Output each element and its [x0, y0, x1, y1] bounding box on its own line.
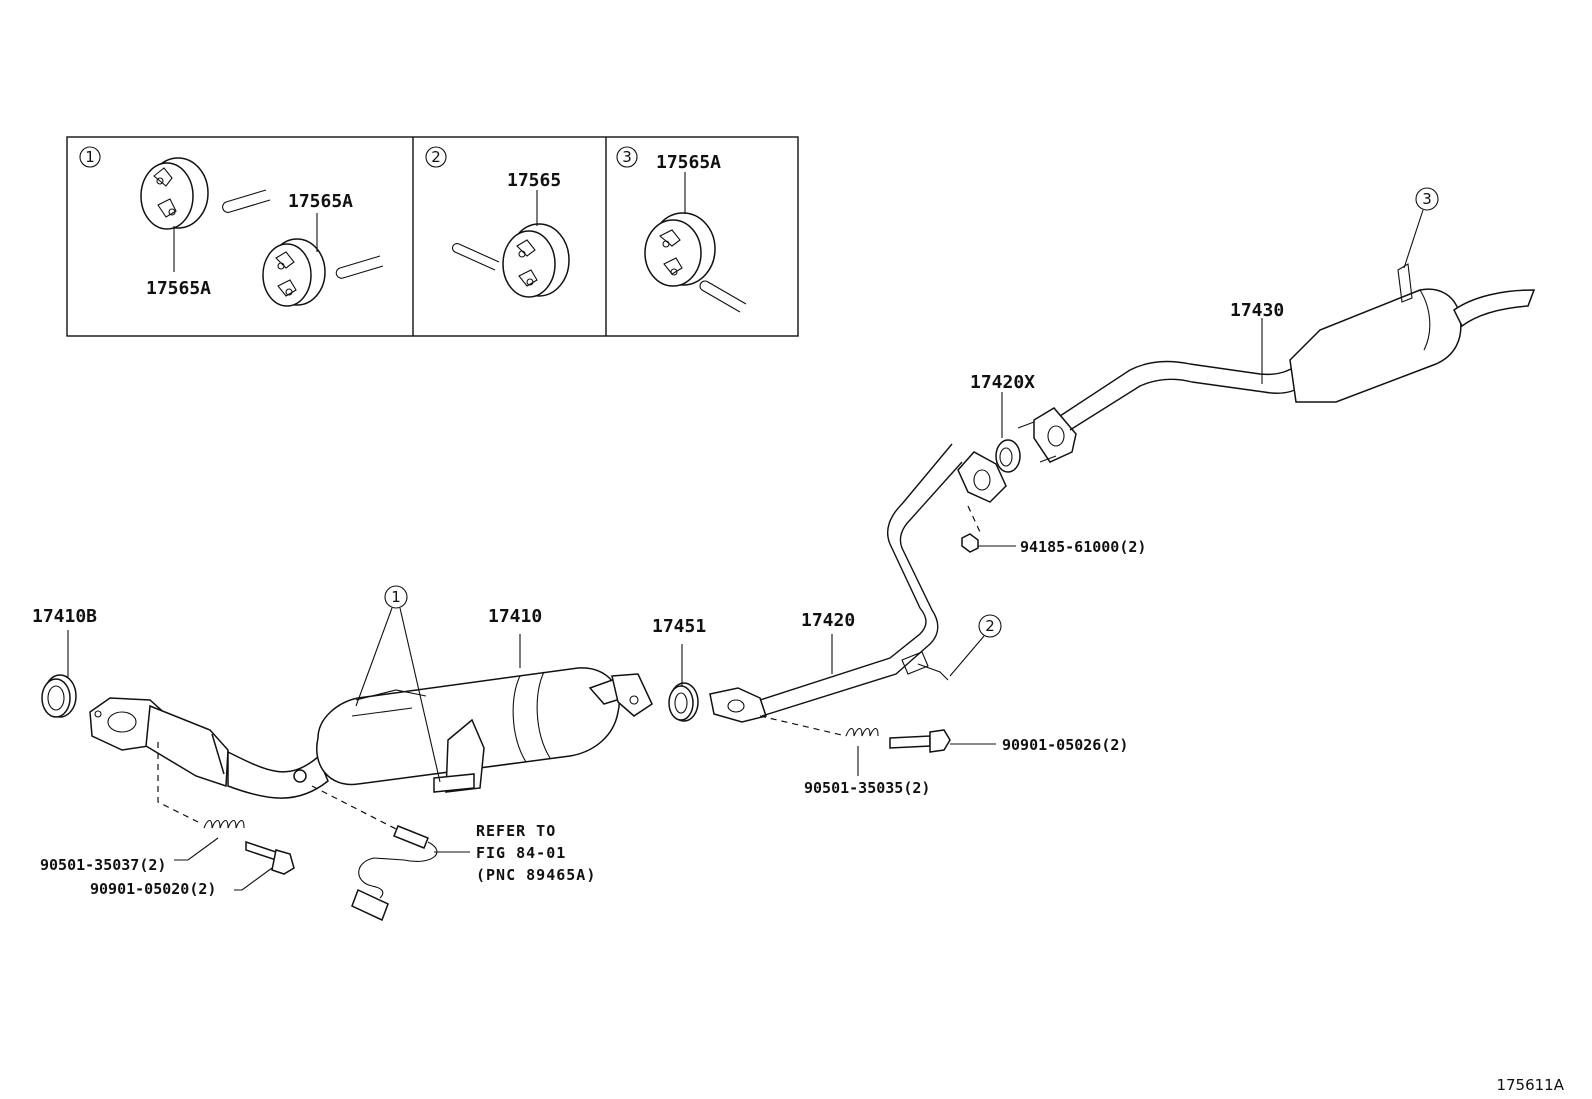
refer-note-line-1: REFER TO: [476, 822, 556, 840]
rubber-hanger-icon: [644, 212, 716, 287]
label-90901-05026: 90901-05026(2): [1002, 736, 1128, 754]
callout-1-id: 1: [391, 588, 401, 606]
bolt-icon: [245, 840, 295, 875]
center-pipe-17420: 17420: [709, 443, 1007, 723]
label-94185-61000: 94185-61000(2): [1020, 538, 1146, 556]
inset-panel-1-id: 1: [85, 148, 95, 166]
inset-panel-3-id: 3: [622, 148, 632, 166]
hanger-inset: 1 17565A 17565A: [66, 136, 799, 337]
spring-icon: [203, 819, 245, 829]
inset-panel-1: 1 17565A 17565A: [79, 146, 384, 307]
label-17430: 17430: [1230, 300, 1284, 321]
inset-label-17565a-bottom: 17565A: [146, 278, 211, 299]
label-90901-05020: 90901-05020(2): [90, 880, 216, 898]
inset-label-17565: 17565: [507, 170, 561, 191]
nut-94185: 94185-61000(2): [961, 505, 1146, 556]
inset-panel-3: 3 17565A: [616, 146, 747, 313]
label-17420x: 17420X: [970, 372, 1035, 393]
label-17420: 17420: [801, 610, 855, 631]
callout-2: 2: [949, 614, 1002, 677]
label-90501-35035: 90501-35035(2): [804, 779, 930, 797]
front-pipe-converter-17410: 17410: [89, 606, 653, 799]
figure-id: 175611A: [1496, 1076, 1564, 1094]
oxygen-sensor: REFER TO FIG 84-01 (PNC 89465A): [311, 785, 596, 922]
label-90501-35037: 90501-35037(2): [40, 856, 166, 874]
rubber-hanger-icon: [502, 223, 570, 298]
callout-3-id: 3: [1422, 190, 1432, 208]
inset-label-17565a: 17565A: [656, 152, 721, 173]
callout-1: 1: [355, 585, 441, 783]
inset-label-17565a-top: 17565A: [288, 191, 353, 212]
inset-panel-2-id: 2: [431, 148, 441, 166]
label-17451: 17451: [652, 616, 706, 637]
tail-muffler-17430: 17430: [1017, 263, 1536, 463]
center-fasteners: 90901-05026(2) 90501-35035(2): [759, 715, 1128, 797]
spring-icon: [845, 727, 879, 737]
inset-panel-2: 2 17565: [425, 146, 570, 298]
gasket-17410b: 17410B: [32, 606, 97, 718]
rubber-hanger-icon: [262, 238, 326, 307]
bolt-icon: [889, 729, 951, 753]
rubber-hanger-icon: [140, 157, 209, 230]
label-17410b: 17410B: [32, 606, 97, 627]
refer-note-line-2: FIG 84-01: [476, 844, 566, 862]
callout-2-id: 2: [985, 617, 995, 635]
callout-3: 3: [1403, 187, 1439, 269]
front-fasteners: 90501-35037(2) 90901-05020(2): [40, 742, 295, 898]
label-17410: 17410: [488, 606, 542, 627]
refer-note-line-3: (PNC 89465A): [476, 866, 596, 884]
gasket-17420x: 17420X: [970, 372, 1035, 473]
gasket-17451: 17451: [652, 616, 706, 722]
